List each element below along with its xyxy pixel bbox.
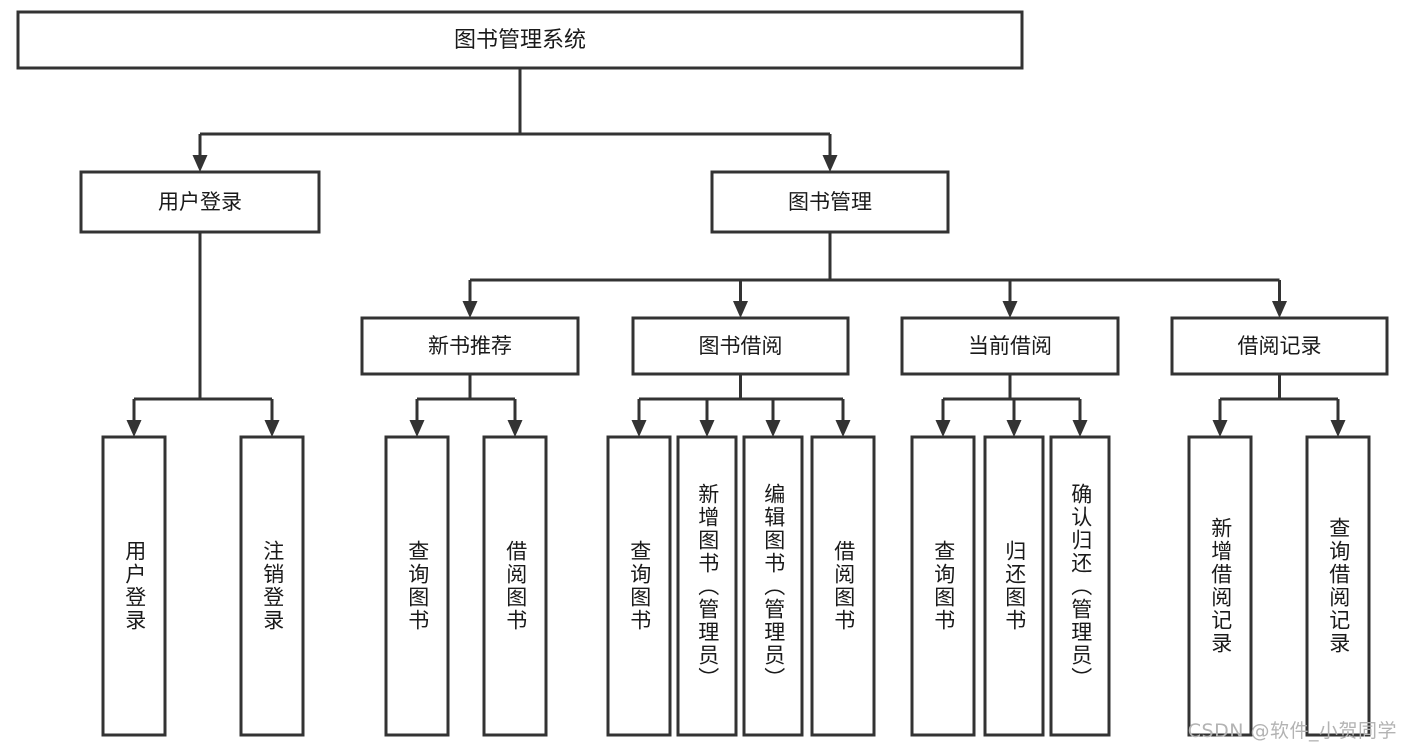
node-box-leaf-query-book-2[interactable] (606, 435, 672, 737)
node-label-user-login: 用户登录 (158, 190, 242, 214)
watermark-text: CSDN @软件_小贺同学 (1187, 720, 1397, 742)
node-box-new-book-recommend[interactable] (360, 316, 580, 376)
node-box-current-borrow[interactable] (900, 316, 1120, 376)
connectors-layer (126, 68, 1346, 437)
node-label-borrow-record: 借阅记录 (1238, 334, 1322, 358)
node-label-current-borrow: 当前借阅 (968, 334, 1052, 358)
node-box-book-borrow[interactable] (631, 316, 850, 376)
node-box-user-login[interactable] (79, 170, 321, 234)
node-box-leaf-edit-book-admin[interactable] (742, 435, 804, 737)
node-box-leaf-borrow-book-1[interactable] (482, 435, 548, 737)
node-box-leaf-user-logout[interactable] (239, 435, 305, 737)
node-box-leaf-borrow-book-2[interactable] (810, 435, 876, 737)
node-box-leaf-add-book-admin[interactable] (676, 435, 738, 737)
node-box-root[interactable] (16, 10, 1024, 70)
node-box-leaf-confirm-return-admin[interactable] (1049, 435, 1111, 737)
node-box-book-manage[interactable] (710, 170, 950, 234)
node-box-leaf-query-borrow-record[interactable] (1305, 435, 1371, 737)
node-box-leaf-query-book-3[interactable] (910, 435, 976, 737)
node-label-book-borrow: 图书借阅 (699, 334, 783, 358)
node-label-new-book-recommend: 新书推荐 (428, 334, 512, 358)
node-box-borrow-record[interactable] (1170, 316, 1389, 376)
node-box-leaf-query-book-1[interactable] (384, 435, 450, 737)
node-box-leaf-return-book[interactable] (983, 435, 1045, 737)
node-label-book-manage: 图书管理 (788, 190, 872, 214)
node-box-leaf-add-borrow-record[interactable] (1187, 435, 1253, 737)
node-label-root: 图书管理系统 (454, 28, 586, 53)
node-box-leaf-user-login[interactable] (101, 435, 167, 737)
boxes-layer (16, 10, 1389, 737)
